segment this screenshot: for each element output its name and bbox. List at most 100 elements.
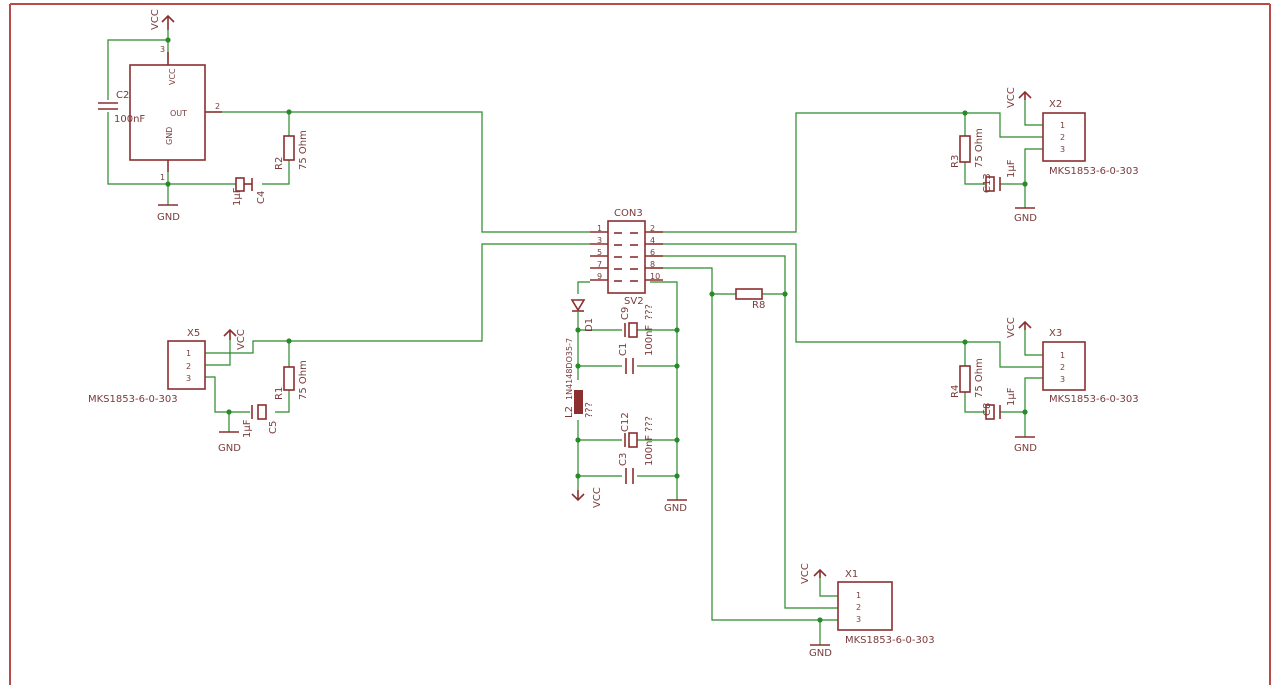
capacitor-c2[interactable]: C2 100nF — [98, 90, 145, 125]
svg-text:C5: C5 — [268, 421, 279, 434]
regulator-pin-num-3: 3 — [160, 45, 165, 54]
junction-dot — [674, 363, 680, 369]
svg-text:C12: C12 — [620, 412, 631, 432]
svg-text:MKS1853-6-0-303: MKS1853-6-0-303 — [845, 635, 935, 646]
svg-text:X2: X2 — [1049, 99, 1062, 110]
svg-text:1µF: 1µF — [1006, 387, 1017, 406]
junction-dot — [674, 437, 680, 443]
resistor-r8[interactable]: R8 — [735, 288, 765, 311]
svg-text:R8: R8 — [752, 300, 765, 311]
regulator-pin-num-1: 1 — [160, 173, 165, 182]
svg-text:9: 9 — [597, 272, 602, 281]
sheet-frame — [9, 3, 1271, 685]
resistor-r4[interactable]: R4 75 Ohm — [950, 358, 985, 398]
svg-text:100nF: 100nF — [114, 114, 145, 125]
svg-text:MKS1853-6-0-303: MKS1853-6-0-303 — [1049, 166, 1139, 177]
capacitor-c1[interactable]: C1 100nF — [618, 325, 655, 374]
svg-text:10: 10 — [650, 272, 660, 281]
svg-text:VCC: VCC — [592, 487, 603, 508]
svg-text:R2: R2 — [274, 157, 285, 170]
jack-x3[interactable]: 1 2 3 X3 MKS1853-6-0-303 — [1042, 328, 1139, 405]
capacitor-c13[interactable]: C13 1µF — [982, 159, 1017, 193]
jack-x1[interactable]: 1 2 3 X1 MKS1853-6-0-303 — [837, 569, 935, 646]
svg-text:75 Ohm: 75 Ohm — [298, 130, 309, 170]
connector-sv2[interactable]: 1 3 5 7 9 2 4 6 8 10 CON3 SV2 — [590, 208, 663, 307]
svg-text:MKS1853-6-0-303: MKS1853-6-0-303 — [88, 394, 178, 405]
junction-dot — [165, 181, 171, 187]
junction-dot — [165, 37, 171, 43]
capacitor-c5[interactable]: 1µF C5 — [242, 404, 279, 438]
svg-text:100nF: 100nF — [644, 435, 655, 466]
svg-text:3: 3 — [856, 615, 861, 624]
junction-dot — [1022, 409, 1028, 415]
regulator-pin-gnd: GND — [165, 127, 174, 145]
junctions — [165, 37, 1028, 623]
svg-text:2: 2 — [1060, 363, 1065, 372]
regulator-pin-num-2: 2 — [215, 102, 220, 111]
diode-d1[interactable]: D1 1N4148DO35-7 — [565, 299, 595, 400]
svg-text:2: 2 — [1060, 133, 1065, 142]
svg-text:C3: C3 — [618, 453, 629, 466]
junction-dot — [962, 339, 968, 345]
svg-text:GND: GND — [157, 212, 180, 223]
junction-dot — [1022, 181, 1028, 187]
jack-x2[interactable]: 1 2 3 X2 MKS1853-6-0-303 — [1042, 99, 1139, 177]
connector-ref: SV2 — [624, 296, 644, 307]
svg-text:3: 3 — [597, 236, 602, 245]
junction-dot — [817, 617, 823, 623]
resistor-r1[interactable]: R1 75 Ohm — [274, 360, 309, 400]
connector-name: CON3 — [614, 208, 643, 219]
jack-x5[interactable]: 1 2 3 X5 MKS1853-6-0-303 — [88, 328, 206, 405]
svg-text:6: 6 — [650, 248, 655, 257]
svg-text:1N4148DO35-7: 1N4148DO35-7 — [565, 338, 574, 400]
svg-text:X5: X5 — [187, 328, 200, 339]
svg-text:VCC: VCC — [800, 563, 811, 584]
svg-text:3: 3 — [186, 374, 191, 383]
capacitor-c3[interactable]: C3 100nF — [618, 435, 655, 484]
junction-dot — [962, 110, 968, 116]
svg-text:1: 1 — [186, 349, 191, 358]
junction-dot — [286, 338, 292, 344]
svg-text:X1: X1 — [845, 569, 858, 580]
svg-text:2: 2 — [186, 362, 191, 371]
svg-text:C4: C4 — [256, 191, 267, 204]
svg-text:100nF: 100nF — [644, 325, 655, 356]
svg-text:1µF: 1µF — [1006, 159, 1017, 178]
svg-text:2: 2 — [650, 224, 655, 233]
capacitor-c8[interactable]: C8 1µF — [982, 387, 1017, 420]
capacitor-c12[interactable]: C12 ??? — [620, 412, 655, 448]
gnd-symbol: GND — [157, 204, 180, 223]
gnd-symbol: GND — [664, 499, 687, 514]
resistor-r3[interactable]: R3 75 Ohm — [950, 128, 985, 168]
svg-text:VCC: VCC — [1006, 317, 1017, 338]
regulator-pin-out: OUT — [170, 109, 187, 118]
svg-text:R1: R1 — [274, 387, 285, 400]
gnd-symbol: GND — [1014, 436, 1037, 454]
resistor-r2[interactable]: R2 75 Ohm — [274, 130, 309, 170]
svg-text:C1: C1 — [618, 343, 629, 356]
svg-text:GND: GND — [218, 443, 241, 454]
svg-text:GND: GND — [1014, 443, 1037, 454]
regulator-pin-vcc: VCC — [168, 68, 177, 85]
svg-text:75 Ohm: 75 Ohm — [974, 358, 985, 398]
svg-text:1: 1 — [856, 591, 861, 600]
wires — [107, 30, 1043, 645]
voltage-regulator[interactable]: VCC OUT GND 3 2 1 — [129, 45, 222, 182]
junction-dot — [709, 291, 715, 297]
inductor-l2[interactable]: L2 ??? — [564, 390, 595, 418]
vcc-symbol: VCC — [800, 563, 827, 584]
capacitor-c4[interactable]: 1µF C4 — [232, 177, 267, 206]
svg-text:C13: C13 — [982, 173, 993, 193]
junction-dot — [226, 409, 232, 415]
capacitor-c9[interactable]: C9 ??? — [620, 304, 655, 338]
svg-text:GND: GND — [1014, 213, 1037, 224]
svg-text:GND: GND — [809, 648, 832, 659]
svg-text:1µF: 1µF — [242, 419, 253, 438]
svg-text:C9: C9 — [620, 307, 631, 320]
gnd-symbol: GND — [218, 431, 241, 454]
svg-text:1: 1 — [1060, 121, 1065, 130]
junction-dot — [575, 437, 581, 443]
svg-text:5: 5 — [597, 248, 602, 257]
svg-text:1: 1 — [1060, 351, 1065, 360]
